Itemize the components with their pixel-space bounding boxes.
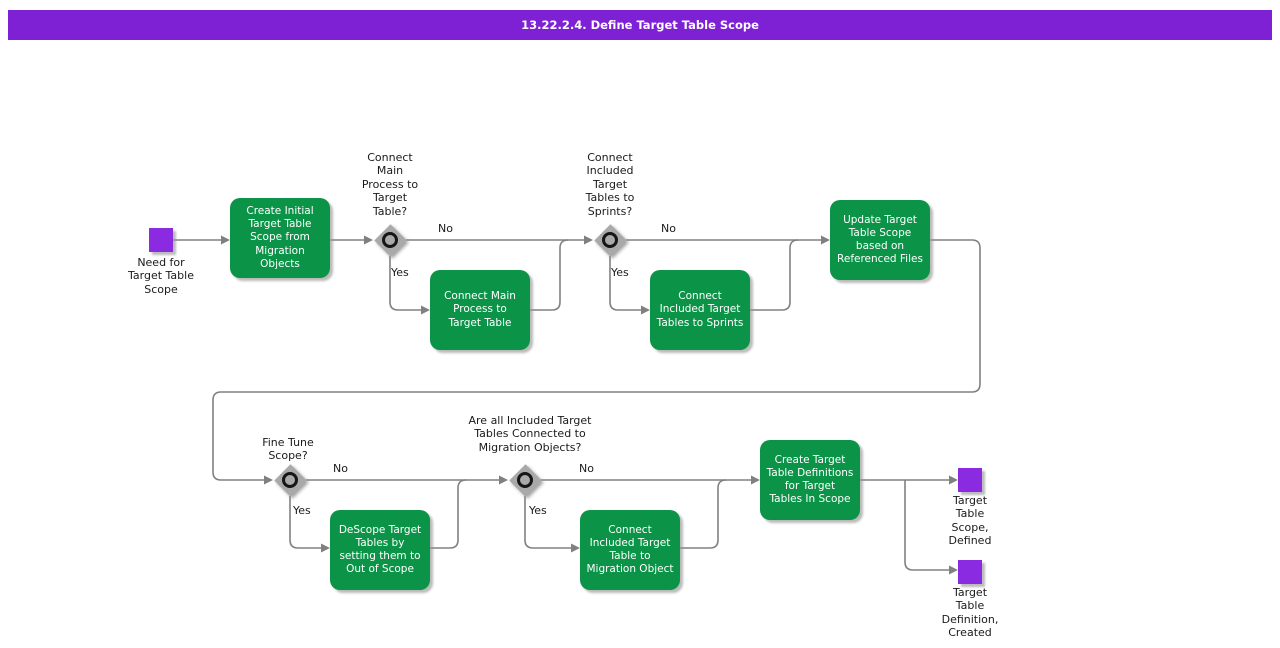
activity-create-target-table-definitions[interactable]: Create Target Table Definitions for Targ… [760,440,860,520]
title-bar: 13.22.2.4. Define Target Table Scope [8,10,1272,40]
activity-create-initial-target-table-scope[interactable]: Create Initial Target Table Scope from M… [230,198,330,278]
activity-connect-included-target-tables-to-sprints[interactable]: Connect Included Target Tables to Sprint… [650,270,750,350]
decision-ring-icon [281,471,298,488]
end-event-scope-defined-square [958,468,982,492]
decision-included-tables-connected-to-migration-objects [508,463,542,497]
decision-ring-icon [601,231,618,248]
end-event-scope-defined-label: Target Table Scope, Defined [948,494,992,548]
decision-connect-main-process-to-target-table [373,223,407,257]
start-event-label: Need for Target Table Scope [128,256,194,296]
decision-1-yes-label: Yes [391,266,409,279]
decision-2-yes-label: Yes [611,266,629,279]
decision-1-question: Connect Main Process to Target Table? [361,151,419,218]
decision-4-yes-label: Yes [529,504,547,517]
decision-3-yes-label: Yes [293,504,311,517]
activity-connect-included-target-table-to-migration-object[interactable]: Connect Included Target Table to Migrati… [580,510,680,590]
decision-1-no-label: No [438,222,453,235]
decision-2-no-label: No [661,222,676,235]
decision-connect-included-target-tables-to-sprints [593,223,627,257]
activity-update-target-table-scope[interactable]: Update Target Table Scope based on Refer… [830,200,930,280]
end-event-definition-created-label: Target Table Definition, Created [941,586,999,640]
connector-arrowheads [221,235,958,575]
activity-descope-target-tables[interactable]: DeScope Target Tables by setting them to… [330,510,430,590]
activity-connect-main-process-to-target-table[interactable]: Connect Main Process to Target Table [430,270,530,350]
decision-ring-icon [516,471,533,488]
start-event-square [149,228,173,252]
decision-fine-tune-scope [273,463,307,497]
decision-4-question: Are all Included Target Tables Connected… [468,414,592,454]
decision-ring-icon [381,231,398,248]
connector-lines [173,239,981,571]
decision-3-question: Fine Tune Scope? [262,436,314,463]
decision-2-question: Connect Included Target Tables to Sprint… [585,151,635,218]
decision-4-no-label: No [579,462,594,475]
decision-3-no-label: No [333,462,348,475]
end-event-definition-created-square [958,560,982,584]
